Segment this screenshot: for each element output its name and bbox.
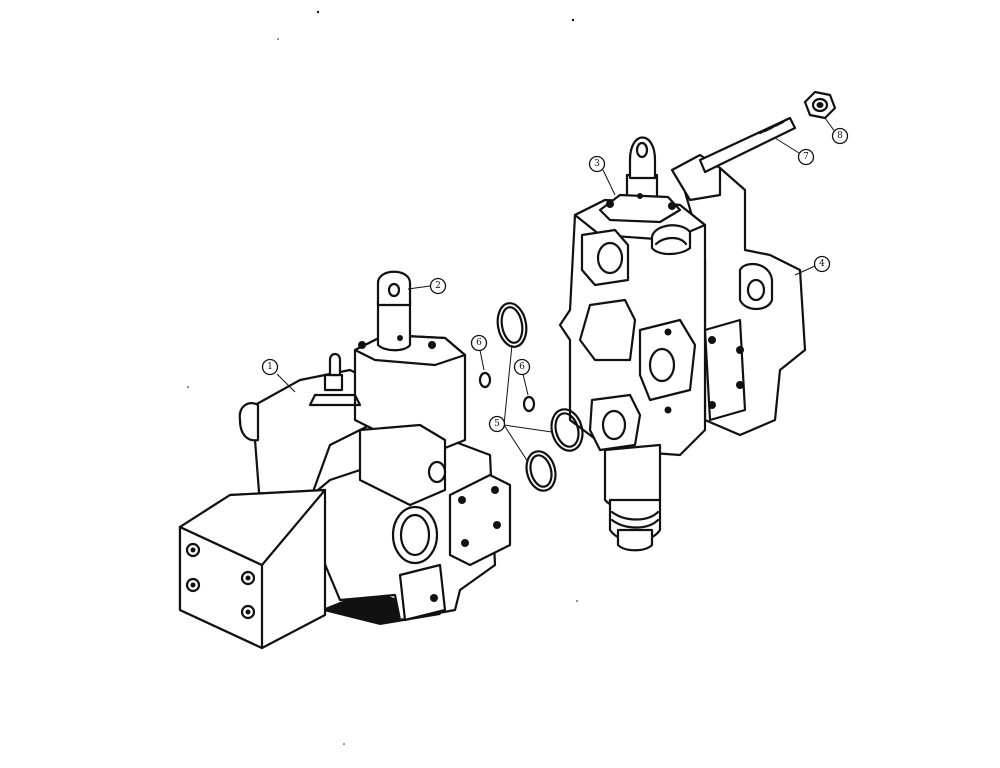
hex-nut <box>803 90 837 120</box>
leader-lines <box>276 117 839 463</box>
callout-label-1: 1 <box>267 362 273 372</box>
right-valve-assembly <box>558 136 807 552</box>
callout-7: 7 <box>797 148 815 166</box>
small-seals <box>478 371 536 413</box>
callout-label-2: 2 <box>435 281 441 291</box>
callout-6b: 6 <box>513 358 531 376</box>
callout-3: 3 <box>588 155 606 173</box>
tie-rod <box>698 116 797 174</box>
o-rings <box>496 302 584 492</box>
callout-8: 8 <box>831 127 849 145</box>
callout-2: 2 <box>429 277 447 295</box>
callout-1: 1 <box>261 358 279 376</box>
callout-label-5: 5 <box>494 419 500 429</box>
callout-label-6b: 6 <box>519 362 525 372</box>
callout-label-6a: 6 <box>476 338 482 348</box>
callout-4: 4 <box>813 255 831 273</box>
callout-5: 5 <box>488 415 506 433</box>
left-valve-assembly <box>178 270 512 650</box>
callout-label-3: 3 <box>594 159 600 169</box>
callout-6a: 6 <box>470 334 488 352</box>
callout-label-8: 8 <box>837 131 843 141</box>
callout-label-7: 7 <box>803 152 809 162</box>
callout-label-4: 4 <box>819 259 825 269</box>
scan-specks <box>187 10 578 745</box>
